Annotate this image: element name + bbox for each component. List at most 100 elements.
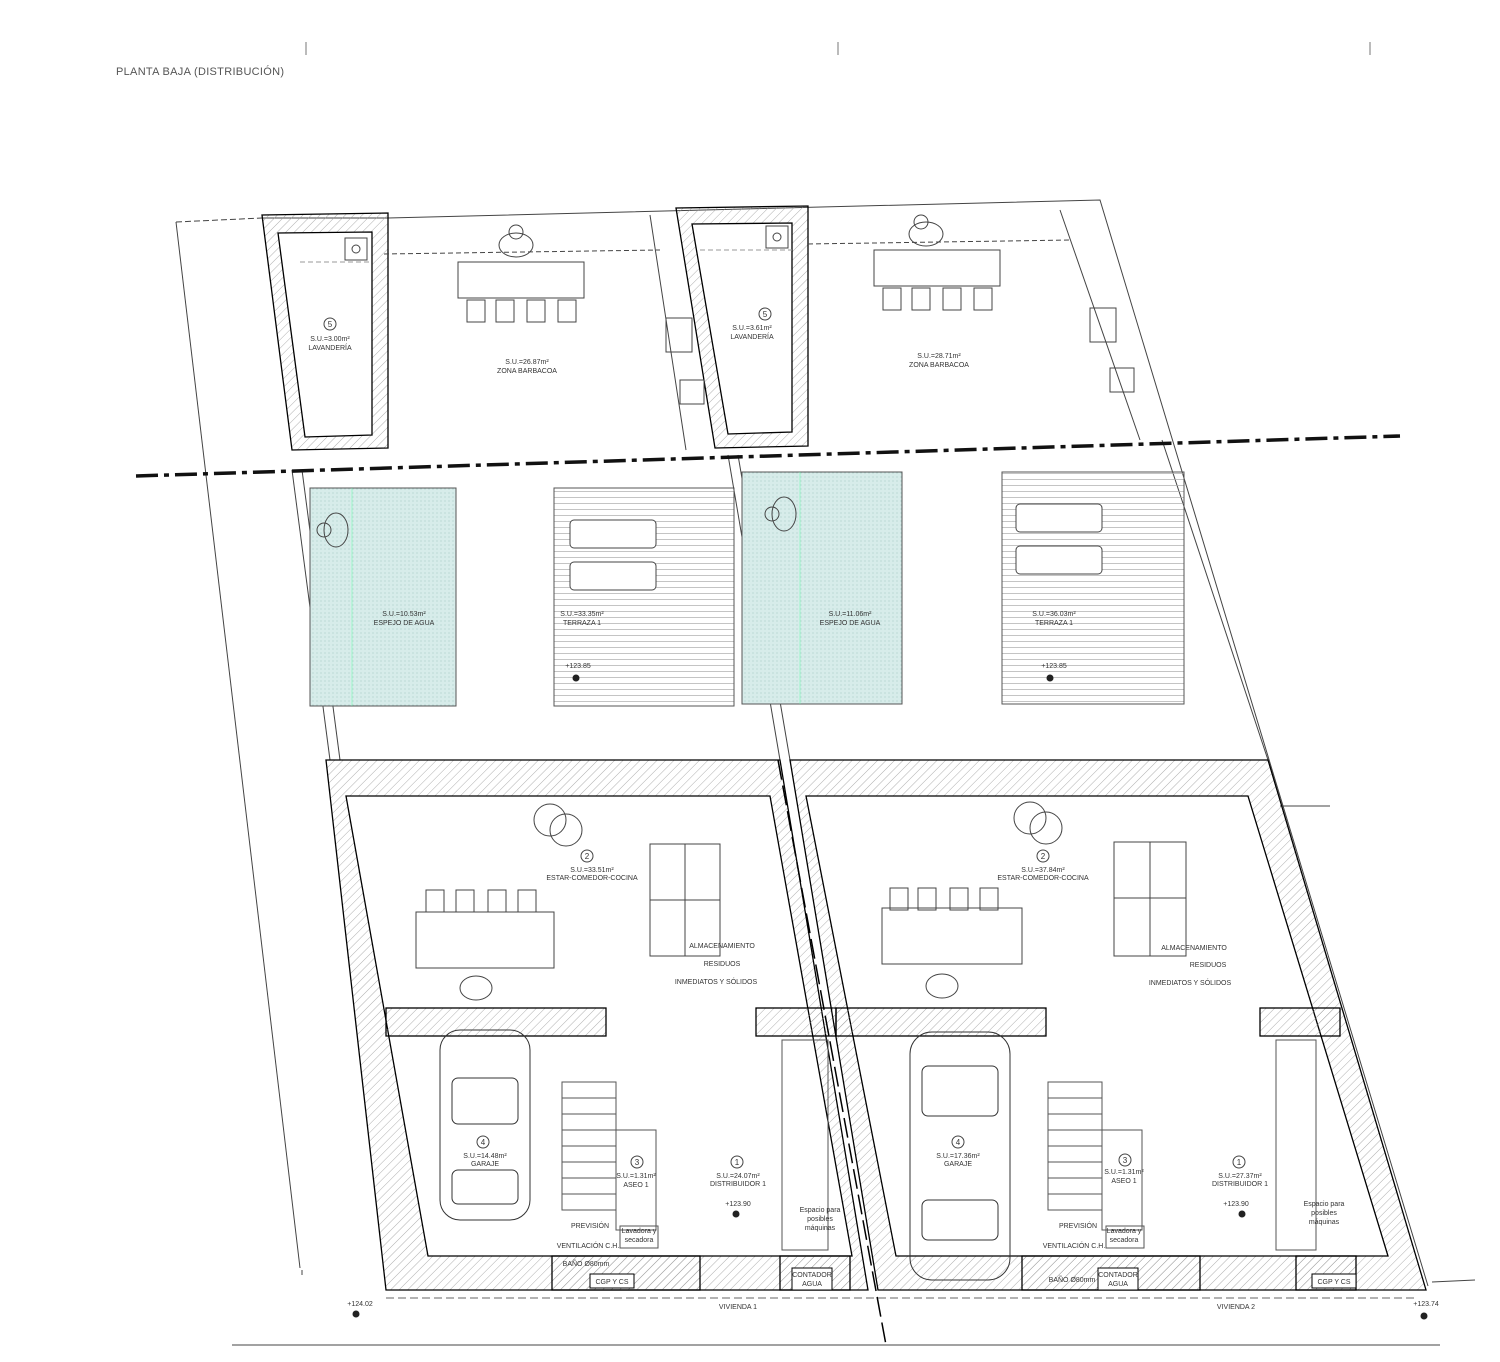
note-maq-1: máquinas — [805, 1225, 836, 1232]
aseo2-area: S.U.=1.31m² — [1104, 1169, 1144, 1176]
agua1-area: S.U.=10.53m² — [382, 611, 426, 618]
property-line — [135, 434, 1401, 478]
note-alm-1: ALMACENAMIENTO — [689, 943, 755, 950]
contador-1: CONTADOR — [792, 1272, 832, 1279]
note-sec-2: secadora — [1110, 1237, 1139, 1244]
laundry-1 — [261, 212, 389, 451]
lav1-area: S.U.=3.00m² — [310, 336, 350, 343]
lav2-name: LAVANDERÍA — [730, 332, 774, 341]
ter1-level: +123.85 — [565, 663, 591, 670]
dist2-level: +123.90 — [1223, 1201, 1249, 1208]
stairs — [561, 1039, 1317, 1251]
est2-num: 2 — [1041, 852, 1046, 861]
gar1-num: 4 — [481, 1138, 486, 1147]
aseo2-num: 3 — [1123, 1156, 1128, 1165]
bbq2-name: ZONA BARBACOA — [909, 362, 969, 369]
aseo1-name: ASEO 1 — [623, 1182, 648, 1189]
note-res-2: RESIDUOS — [1190, 962, 1227, 969]
note-esp-1: Espacio para — [800, 1207, 841, 1214]
agua-2: AGUA — [1108, 1281, 1128, 1288]
water-pool-1 — [309, 487, 457, 707]
water-pool-2 — [741, 471, 903, 705]
level-left: +124.02 — [347, 1301, 373, 1308]
agua1-name: ESPEJO DE AGUA — [374, 620, 435, 627]
note-alm-2: ALMACENAMIENTO — [1161, 945, 1227, 952]
note-bano-2: BAÑO Ø80mm — [1049, 1275, 1096, 1284]
site-boundary — [175, 199, 1476, 1346]
cgp-1: CGP Y CS — [595, 1279, 628, 1286]
bbq-table-2 — [807, 214, 1071, 311]
bbq2-area: S.U.=28.71m² — [917, 353, 961, 360]
car-2 — [909, 1031, 1011, 1281]
plan-title: PLANTA BAJA (DISTRIBUCIÓN) — [116, 66, 285, 78]
note-pos-2: posibles — [1311, 1210, 1337, 1217]
level-markers — [352, 674, 1428, 1320]
vivienda-1: VIVIENDA 1 — [719, 1304, 757, 1311]
dist2-num: 1 — [1237, 1158, 1242, 1167]
party-wall-axis — [777, 759, 887, 1346]
level-right: +123.74 — [1413, 1301, 1439, 1308]
note-inm-2: INMEDIATOS Y SÓLIDOS — [1149, 978, 1232, 987]
kitchen-furniture — [415, 801, 1187, 1001]
gar2-num: 4 — [956, 1138, 961, 1147]
note-lav-2: Lavadora y — [1107, 1228, 1142, 1235]
dist1-name: DISTRIBUIDOR 1 — [710, 1181, 766, 1188]
car-1 — [439, 1029, 531, 1221]
bbq1-area: S.U.=26.87m² — [505, 359, 549, 366]
cgp-2: CGP Y CS — [1317, 1279, 1350, 1286]
ter1-area: S.U.=33.35m² — [560, 611, 604, 618]
note-prev-2: PREVISIÓN — [1059, 1221, 1097, 1230]
dist1-num: 1 — [735, 1158, 740, 1167]
reference-ticks — [305, 42, 1371, 55]
note-lav-1: Lavadora y — [622, 1228, 657, 1235]
gar1-name: GARAJE — [471, 1161, 499, 1168]
est2-area: S.U.=37.84m² — [1021, 867, 1065, 874]
grill-units — [665, 307, 1135, 405]
dist1-area: S.U.=24.07m² — [716, 1173, 760, 1180]
gar2-area: S.U.=17.36m² — [936, 1153, 980, 1160]
note-maq-2: máquinas — [1309, 1219, 1340, 1226]
contador-2: CONTADOR — [1098, 1272, 1138, 1279]
lav2-area: S.U.=3.61m² — [732, 325, 772, 332]
lav1-num: 5 — [328, 320, 333, 329]
lav1-name: LAVANDERÍA — [308, 343, 352, 352]
bbq-table-1 — [383, 224, 661, 323]
gar2-name: GARAJE — [944, 1161, 972, 1168]
dist2-name: DISTRIBUIDOR 1 — [1212, 1181, 1268, 1188]
aseo1-num: 3 — [635, 1158, 640, 1167]
est1-area: S.U.=33.51m² — [570, 867, 614, 874]
agua2-name: ESPEJO DE AGUA — [820, 620, 881, 627]
note-sec-1: secadora — [625, 1237, 654, 1244]
est2-name: ESTAR-COMEDOR-COCINA — [997, 875, 1089, 882]
vivienda-2: VIVIENDA 2 — [1217, 1304, 1255, 1311]
utility-boxes — [589, 1267, 1357, 1291]
note-bano-1: BAÑO Ø80mm — [563, 1259, 610, 1268]
room-number-circles — [323, 307, 1246, 1169]
ter2-area: S.U.=36.03m² — [1032, 611, 1076, 618]
ter2-name: TERRAZA 1 — [1035, 620, 1073, 627]
note-prev-1: PREVISIÓN — [571, 1221, 609, 1230]
note-esp-2: Espacio para — [1304, 1201, 1345, 1208]
aseo1-area: S.U.=1.31m² — [616, 1173, 656, 1180]
laundry-2 — [675, 205, 809, 449]
note-res-1: RESIDUOS — [704, 961, 741, 968]
ter2-level: +123.85 — [1041, 663, 1067, 670]
bbq1-name: ZONA BARBACOA — [497, 368, 557, 375]
loungers — [569, 503, 1103, 591]
gar1-area: S.U.=14.48m² — [463, 1153, 507, 1160]
note-vent-2: VENTILACIÓN C.H. — [1043, 1241, 1106, 1250]
agua2-area: S.U.=11.06m² — [829, 611, 873, 618]
ter1-name: TERRAZA 1 — [563, 620, 601, 627]
dist1-level: +123.90 — [725, 1201, 751, 1208]
note-pos-1: posibles — [807, 1216, 833, 1223]
est1-num: 2 — [585, 852, 590, 861]
note-vent-1: VENTILACIÓN C.H. — [557, 1241, 620, 1250]
lav2-num: 5 — [763, 310, 768, 319]
dist2-area: S.U.=27.37m² — [1218, 1173, 1262, 1180]
note-inm-1: INMEDIATOS Y SÓLIDOS — [675, 977, 758, 986]
agua-1: AGUA — [802, 1281, 822, 1288]
aseo2-name: ASEO 1 — [1111, 1178, 1136, 1185]
est1-name: ESTAR-COMEDOR-COCINA — [546, 875, 638, 882]
person-figures — [316, 496, 797, 548]
